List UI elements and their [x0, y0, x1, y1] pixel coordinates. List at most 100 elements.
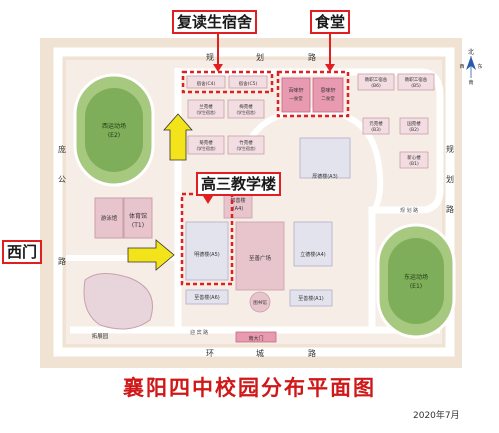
zhishan-square: [235, 221, 285, 291]
mingde-a5-building: [185, 221, 229, 281]
gym: [123, 197, 153, 239]
compass-north: 北: [468, 48, 474, 56]
swimming-label: 游泳馆: [101, 214, 118, 222]
ju-yuan-sub: (学生宿舍): [196, 145, 216, 151]
dorm-c4-label: 宿舍(C4): [197, 80, 216, 87]
canteen-highlight: [276, 70, 350, 118]
map-date: 2020年7月: [413, 411, 460, 421]
zhishan-a1-building: [289, 289, 333, 307]
dorm-callout: 复读生宿舍: [172, 10, 258, 34]
mei-yuan-sub: (学生宿舍): [236, 109, 256, 115]
staff-dorm-b5: [397, 73, 435, 91]
zhixing-a4-label: 立德楼(A4): [300, 251, 326, 258]
library-label: 图书馆: [253, 299, 267, 306]
tuozhan-park: [83, 273, 153, 330]
canteen-2-name: 思味轩: [320, 87, 335, 94]
lan-yuan-building: [187, 99, 225, 119]
ju-yuan-building: [187, 135, 225, 155]
compass-east: 东: [477, 63, 482, 70]
guo-b2-building: [399, 117, 429, 135]
dorm-arrow-head-icon: [213, 64, 223, 72]
south-gate: [235, 331, 277, 343]
zhishan-a4-code: (A4): [233, 206, 244, 212]
yuan-b3-label: 元苑楼: [369, 120, 383, 127]
teaching-callout: 高三教学楼: [196, 172, 282, 196]
mei-yuan-label: 梅苑楼: [239, 103, 253, 110]
staff-dorm-b6: [357, 73, 395, 91]
mei-yuan-building: [227, 99, 265, 119]
zhixing-a4-building: [293, 221, 333, 267]
hui-a3-label: 厚德楼(A3): [312, 173, 338, 180]
staff-b6-label: 教职工宿舍: [365, 76, 388, 83]
lan-yuan-sub: (学生宿舍): [196, 109, 216, 115]
swimming-hall: [94, 197, 124, 239]
road-south-1: 环: [206, 349, 214, 358]
west-field-inner: [85, 88, 143, 172]
yuan-b3-building: [362, 117, 390, 135]
xin-b1-building: [399, 151, 429, 169]
road-west-3: 路: [58, 256, 66, 266]
staff-b6-code: (B6): [371, 83, 381, 89]
yellow-up-arrow-icon: [163, 113, 193, 161]
teaching-arrow-head-icon: [203, 196, 213, 204]
dorm-c4: [186, 75, 226, 89]
staff-b5-code: (B5): [411, 83, 421, 89]
east-field-inner: [388, 238, 444, 324]
hui-a3-building: [299, 137, 351, 179]
zhishan-a1-label: 至善楼(A1): [298, 295, 324, 302]
tuozhan-label: 拓展园: [92, 332, 109, 340]
west-field-code: (E2): [108, 132, 120, 139]
lan-yuan-label: 兰苑楼: [199, 103, 213, 110]
road-south-2: 城: [256, 349, 264, 358]
xin-b1-label: 新心楼: [407, 154, 421, 161]
dorm-highlight: [181, 70, 274, 94]
east-field-code: (E1): [410, 283, 422, 290]
compass-west: 西: [459, 64, 464, 70]
map-title: 襄阳四中校园分布平面图: [123, 376, 376, 400]
zhu-yuan-sub: (学生宿舍): [236, 145, 256, 151]
east-field-name: 东运动场: [404, 273, 428, 281]
road-north-inner: 规 划 路: [400, 207, 418, 214]
gym-label: 体育馆: [129, 212, 147, 220]
central-curve-road: [247, 107, 384, 218]
zhishan-a4-label: 知善楼: [230, 197, 245, 204]
road-inner-south: 迎 宾 路: [190, 329, 208, 336]
canteen-1: [281, 77, 311, 113]
canteen-2: [312, 77, 344, 113]
road-north-2: 划: [256, 52, 264, 62]
outer-road: [53, 47, 455, 357]
road-south-3: 路: [308, 348, 316, 358]
zhishan-a4-building: [223, 191, 253, 219]
south-gate-label: 南大门: [248, 335, 263, 342]
west-gate-callout: 西门: [2, 240, 43, 264]
canteen-arrow-head-icon: [325, 64, 335, 72]
road-east-3: 路: [446, 204, 454, 214]
road-west-2: 公: [58, 175, 66, 184]
guo-b2-code: (B2): [409, 127, 419, 133]
road-east-2: 划: [446, 174, 454, 184]
xin-b1-code: (B1): [409, 161, 419, 167]
zhu-yuan-label: 竹苑楼: [239, 139, 253, 146]
zhu-yuan-building: [227, 135, 265, 155]
zhiyuan-a6-building: [185, 289, 229, 305]
canteen-1-name: 百味轩: [288, 87, 303, 94]
road-north-1: 规: [206, 52, 214, 62]
gym-code: (T1): [132, 222, 144, 229]
canteen-callout: 食堂: [310, 10, 351, 34]
dorm-c5-label: 宿舍(C5): [239, 80, 258, 87]
library-building: [249, 291, 271, 313]
guo-b2-label: 国苑楼: [407, 120, 421, 127]
mingde-a5-label: 明德楼(A5): [194, 251, 220, 258]
yuan-b3-code: (B3): [371, 127, 381, 133]
road-east-1: 规: [446, 144, 454, 154]
staff-b5-label: 教职工宿舍: [405, 76, 428, 83]
road-west-1: 庞: [58, 144, 66, 154]
zhiyuan-a6-label: 至善楼(A6): [194, 294, 220, 301]
dorm-c5: [228, 75, 268, 89]
canteen-2-floor: 二食堂: [321, 95, 335, 102]
ju-yuan-label: 菊苑楼: [199, 139, 213, 146]
yellow-right-arrow-icon: [127, 239, 175, 271]
road-north-3: 路: [308, 52, 316, 62]
compass-south: 南: [468, 79, 473, 86]
